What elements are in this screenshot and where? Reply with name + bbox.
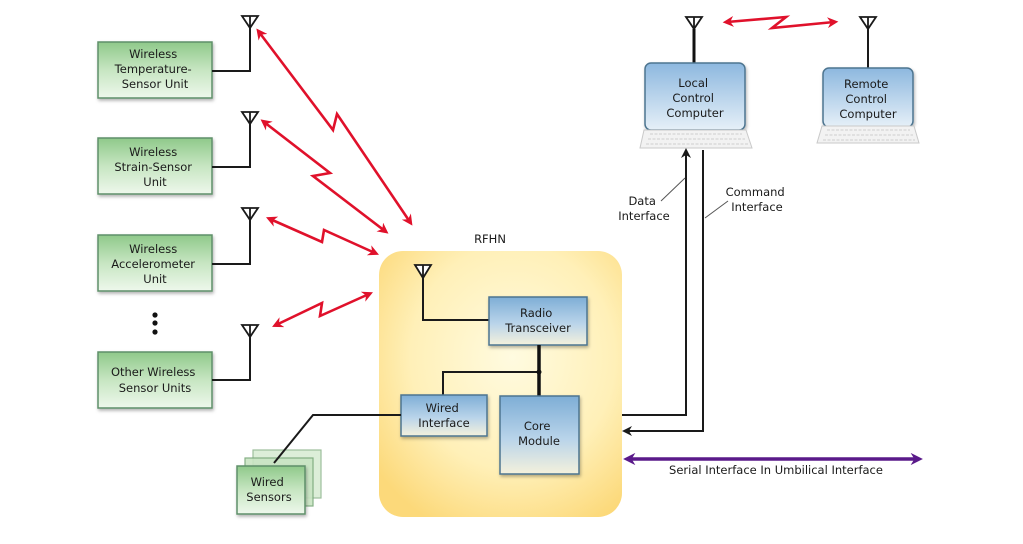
serial-interface-label: Serial Interface In Umbilical Interface (669, 463, 883, 477)
computer-interfaces: Data Interface Command Interface (618, 148, 789, 436)
keyboard-keys (646, 133, 748, 145)
wired-sensors-cable (273, 414, 401, 464)
antenna-icon (240, 111, 260, 126)
sensor-label-line: Unit (143, 175, 167, 189)
antenna-transceiver-wire (422, 278, 490, 321)
svg-text:Command Interface: Command Interface (726, 185, 789, 214)
core-module-label: Module (518, 434, 560, 448)
local-computer-label: Control (672, 91, 714, 105)
svg-text:Other Wireless Sensor Un: Other Wireless Sensor Units (111, 365, 199, 395)
wireless-sensor-temperature: Wireless Temperature- Sensor Unit (97, 15, 260, 99)
svg-text:Wired Sensors: Wired Sensors (246, 475, 291, 504)
wired-interface-label: Wired (426, 401, 459, 415)
wireless-sensor-other: Other Wireless Sensor Units (97, 324, 260, 409)
antenna-icon (684, 16, 704, 31)
radio-transceiver-label: Radio (520, 306, 552, 320)
sensor-label-line: Wireless (129, 145, 177, 159)
data-interface-leader (660, 177, 686, 202)
wired-sensor-card (236, 465, 306, 515)
core-module-box (499, 395, 580, 475)
bus-to-wired-interface (442, 371, 539, 396)
remote-control-computer: Remote Control Computer (816, 16, 920, 144)
svg-text:Local Control Comp: Local Control Computer (666, 76, 723, 120)
sensor-label-line: Sensor Units (119, 381, 191, 395)
local-computer-label: Local (678, 76, 708, 90)
ellipsis-dot (152, 320, 158, 326)
rf-links (256, 15, 839, 328)
radio-transceiver-label: Transceiver (504, 321, 571, 335)
sensor-antenna-wire (212, 26, 251, 72)
data-interface-label: Interface (618, 209, 670, 223)
sensor-label-line: Accelerometer (111, 257, 195, 271)
ellipsis-more-sensors (152, 312, 158, 335)
ellipsis-dot (152, 329, 158, 335)
wireless-sensor-accelerometer: Wireless Accelerometer Unit (97, 207, 260, 292)
data-interface-label: Data (628, 194, 655, 208)
svg-text:Wireless Temperature-: Wireless Temperature- Sensor Unit (114, 47, 196, 91)
remote-computer-label: Computer (839, 107, 896, 121)
wireless-sensor-strain: Wireless Strain-Sensor Unit (97, 111, 260, 195)
svg-text:Radio Transceiver: Radio Transceiver (504, 306, 571, 335)
command-interface-label: Interface (731, 200, 783, 214)
sensor-antenna-wire (212, 122, 251, 168)
sensor-label-line: Sensor Unit (122, 77, 189, 91)
wired-sensors-label: Wired (251, 475, 284, 489)
remote-computer-label: Remote (844, 77, 888, 91)
sensor-label-line: Wireless (129, 242, 177, 256)
antenna-icon (858, 16, 878, 31)
sensor-box (97, 351, 213, 409)
sensor-box (97, 137, 213, 195)
antenna-icon (240, 15, 260, 30)
sensor-antenna-wire (212, 218, 251, 265)
serial-umbilical-interface: Serial Interface In Umbilical Interface (623, 452, 923, 477)
svg-text:Data Interface: Data Interface (618, 194, 670, 223)
sensor-label-line: Other Wireless (111, 365, 195, 379)
svg-text:Remote Control Com: Remote Control Computer (839, 77, 896, 121)
svg-text:Wireless Accelerometer: Wireless Accelerometer Unit (111, 242, 198, 286)
sensor-box (97, 41, 213, 99)
sensor-box (97, 234, 213, 292)
wired-interface-label: Interface (418, 416, 470, 430)
svg-text:Wireless Strain-Sensor: Wireless Strain-Sensor Unit (114, 145, 195, 189)
command-interface-line (622, 150, 704, 436)
sensor-label-line: Unit (143, 272, 167, 286)
data-interface-line (622, 148, 691, 416)
svg-text:Wired Interface: Wired Interface (418, 401, 470, 430)
svg-text:Core Module: Core Module (518, 419, 560, 448)
command-interface-leader (704, 200, 729, 219)
remote-computer-label: Control (845, 92, 887, 106)
sensor-antenna-wire (212, 335, 251, 381)
wired-sensors: Wired Sensors (236, 414, 401, 515)
keyboard-keys (823, 129, 915, 141)
antenna-icon (240, 324, 260, 339)
rf-link-other (272, 291, 373, 328)
core-module-label: Core (524, 419, 551, 433)
local-computer-label: Computer (666, 106, 723, 120)
command-interface-label: Command (726, 185, 785, 199)
ellipsis-dot (152, 312, 158, 318)
rfhn-title: RFHN (474, 232, 506, 246)
rfhn-internals: Radio Transceiver Wired Interface Core M… (400, 264, 588, 475)
antenna-icon (240, 207, 260, 222)
sensor-label-line: Wireless (129, 47, 177, 61)
rfhn-panel (379, 251, 622, 517)
radio-transceiver-box (488, 296, 588, 346)
antenna-icon (413, 264, 433, 280)
bus-junction (536, 369, 542, 375)
sensor-label-line: Strain-Sensor (114, 160, 192, 174)
rf-link-accelerometer (266, 216, 379, 256)
sensor-label-line: Temperature- (114, 62, 192, 76)
wired-sensors-label: Sensors (246, 490, 291, 504)
rf-link-strain (260, 119, 389, 234)
local-control-computer: Local Control Computer (639, 16, 753, 149)
rf-link-computers (722, 15, 839, 30)
